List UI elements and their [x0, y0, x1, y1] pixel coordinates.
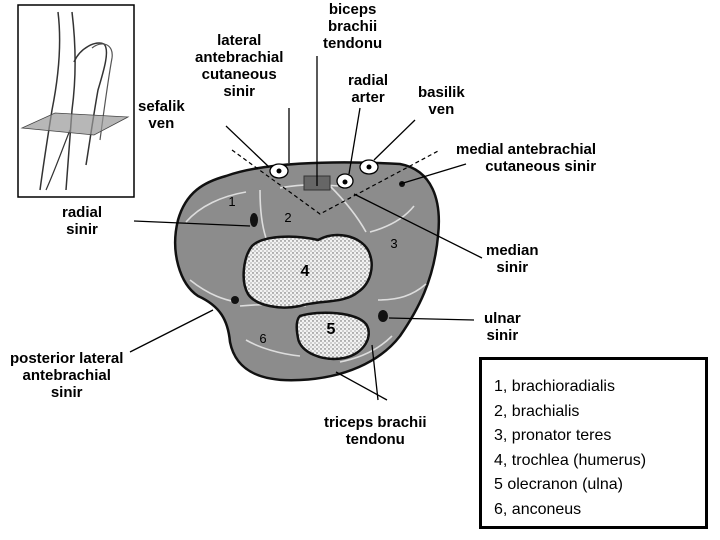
legend-item: 2, brachialis: [494, 402, 580, 420]
legend-item: 3, pronator teres: [494, 427, 612, 444]
region-number-4: 4: [300, 263, 310, 280]
region-number-6: 6: [259, 331, 267, 346]
legend-item: 1, brachioradialis: [494, 378, 615, 395]
leader-lines: [129, 56, 483, 401]
legend-box: 1, brachioradialis 2, brachialis 3, pron…: [479, 357, 708, 529]
region-number-5: 5: [326, 321, 336, 338]
region-number-1: 1: [228, 194, 236, 209]
trochlea-bone: [242, 233, 373, 309]
legend-item: 6, anconeus: [494, 500, 582, 518]
vessel-markers: [231, 159, 405, 322]
dashed-guides: [231, 149, 441, 215]
region-number-3: 3: [390, 236, 398, 251]
olecranon-bone: [295, 311, 370, 361]
legend-item: 5 olecranon (ulna): [494, 476, 623, 493]
arm-inset-illustration: [17, 4, 135, 198]
legend-item: 4, trochlea (humerus): [494, 451, 647, 469]
region-number-2: 2: [284, 210, 292, 225]
